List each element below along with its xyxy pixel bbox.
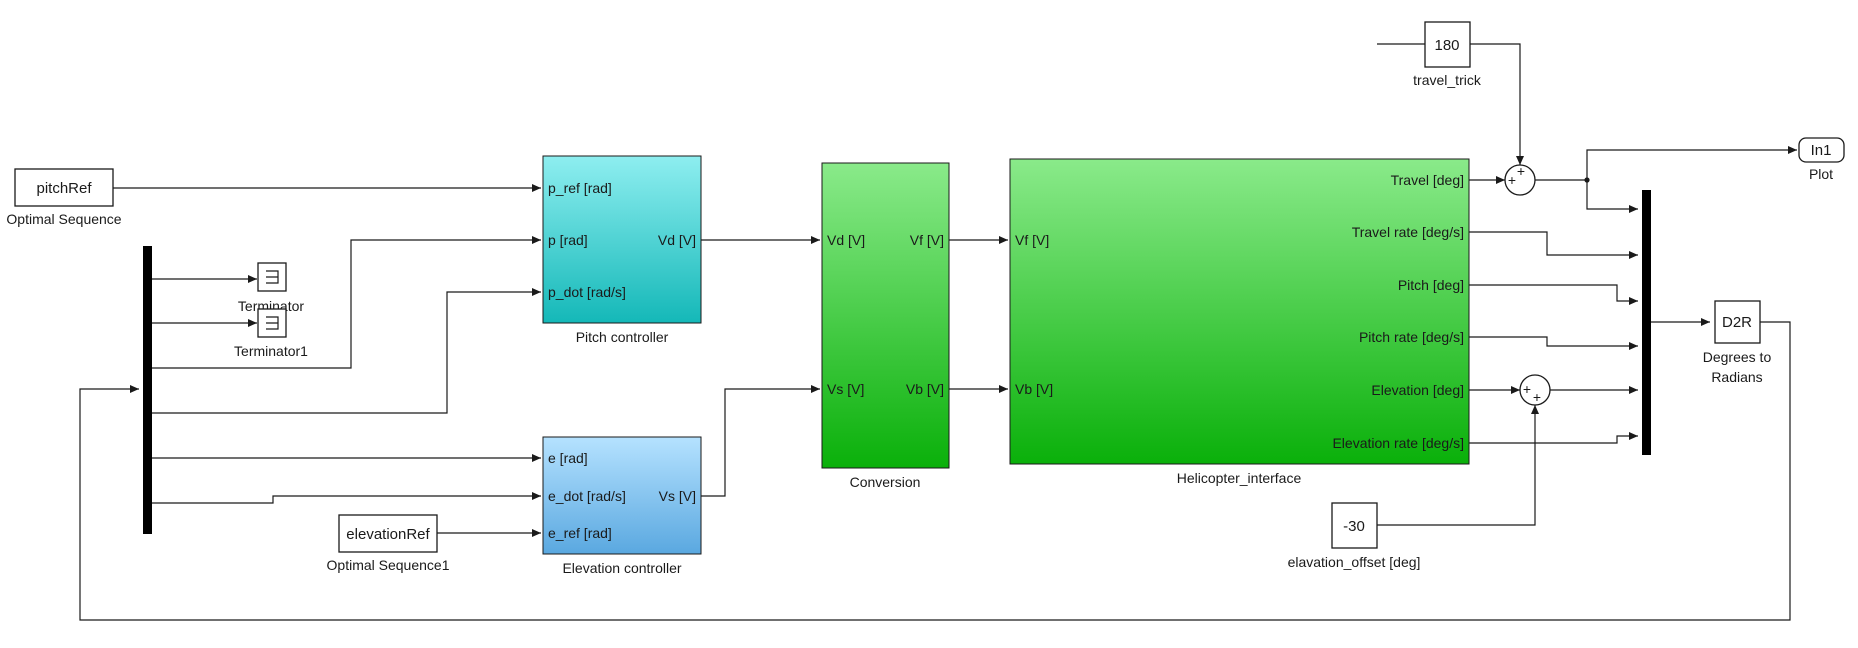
d2r-block[interactable]: D2R Degrees to Radians: [1703, 300, 1772, 385]
sum-travel-sign-2: +: [1517, 163, 1525, 179]
conversion-outport-2: Vb [V]: [906, 381, 944, 397]
wire-sum-to-plot[interactable]: [1586, 146, 1797, 180]
d2r-value: D2R: [1722, 314, 1752, 331]
d2r-caption-line1: Degrees to: [1703, 349, 1772, 365]
wire-feedback[interactable]: [79, 321, 1791, 621]
pitch-outport-1: Vd [V]: [658, 232, 696, 248]
pitch-inport-3: p_dot [rad/s]: [548, 284, 626, 300]
conversion-inport-1: Vd [V]: [827, 232, 865, 248]
plot-outport-block[interactable]: In1 Plot: [1798, 137, 1845, 182]
wire-pitch[interactable]: [1469, 284, 1638, 305]
optimal-sequence-caption: Optimal Sequence: [6, 211, 121, 227]
plot-caption: Plot: [1809, 166, 1833, 182]
travel-trick-value: 180: [1434, 37, 1459, 54]
heli-outport-6: Elevation rate [deg/s]: [1332, 435, 1464, 451]
optimal-sequence1-value: elevationRef: [346, 526, 430, 543]
pitch-inport-1: p_ref [rad]: [548, 180, 612, 196]
heli-outport-2: Travel rate [deg/s]: [1352, 224, 1464, 240]
sum-elevation-sign-1: +: [1523, 381, 1531, 397]
conversion-caption: Conversion: [850, 474, 921, 490]
terminator-icon: [266, 270, 279, 284]
heli-outport-4: Pitch rate [deg/s]: [1359, 329, 1464, 345]
terminator1-block[interactable]: Terminator1: [234, 308, 308, 359]
wire-vs[interactable]: [701, 385, 820, 497]
plot-value: In1: [1811, 142, 1832, 159]
wire-elevation-rate[interactable]: [1469, 432, 1638, 444]
wire-elevation-offset[interactable]: [1377, 405, 1539, 526]
pitch-controller-block[interactable]: p_ref [rad] p [rad] p_dot [rad/s] Vd [V]…: [542, 155, 702, 345]
heli-outport-3: Pitch [deg]: [1398, 277, 1464, 293]
elev-outport-1: Vs [V]: [659, 488, 696, 504]
wire-pitch-rate[interactable]: [1469, 336, 1638, 350]
sum-elevation-sign-2: +: [1533, 389, 1541, 405]
terminator1-icon: [266, 316, 279, 330]
wire-sum-to-mux[interactable]: [1535, 179, 1638, 213]
pitch-inport-2: p [rad]: [548, 232, 588, 248]
wire-e-dot[interactable]: [152, 492, 541, 504]
branch-point: [1584, 177, 1590, 183]
demux-bar[interactable]: [143, 246, 152, 534]
d2r-caption-line2: Radians: [1711, 369, 1762, 385]
elevation-offset-block[interactable]: -30 elavation_offset [deg]: [1288, 502, 1421, 570]
sum-travel-block[interactable]: + +: [1504, 163, 1536, 196]
heli-outport-5: Elevation [deg]: [1371, 382, 1464, 398]
elev-inport-2: e_dot [rad/s]: [548, 488, 626, 504]
elev-inport-3: e_ref [rad]: [548, 525, 612, 541]
signal-lines: [79, 43, 1797, 621]
conversion-block[interactable]: Vd [V] Vs [V] Vf [V] Vb [V] Conversion: [821, 162, 950, 490]
conversion-inport-2: Vs [V]: [827, 381, 864, 397]
travel-trick-caption: travel_trick: [1413, 72, 1482, 88]
heli-outport-1: Travel [deg]: [1391, 172, 1464, 188]
terminator-caption: Terminator: [238, 298, 304, 314]
terminator1-caption: Terminator1: [234, 343, 308, 359]
heli-inport-2: Vb [V]: [1015, 381, 1053, 397]
helicopter-interface-caption: Helicopter_interface: [1177, 470, 1302, 486]
conversion-outport-1: Vf [V]: [910, 232, 944, 248]
heli-inport-1: Vf [V]: [1015, 232, 1049, 248]
pitch-controller-caption: Pitch controller: [576, 329, 669, 345]
optimal-sequence1-caption: Optimal Sequence1: [327, 557, 450, 573]
elev-inport-1: e [rad]: [548, 450, 588, 466]
optimal-sequence-value: pitchRef: [36, 180, 92, 197]
mux-bar[interactable]: [1642, 190, 1651, 455]
sum-travel-sign-1: +: [1508, 172, 1516, 188]
wire-travel-rate[interactable]: [1469, 231, 1638, 259]
elevation-offset-value: -30: [1343, 518, 1365, 535]
elevation-offset-caption: elavation_offset [deg]: [1288, 554, 1421, 570]
optimal-sequence-block[interactable]: pitchRef Optimal Sequence: [6, 168, 122, 227]
travel-trick-block[interactable]: 180 travel_trick: [1413, 21, 1482, 88]
elevation-controller-caption: Elevation controller: [562, 560, 681, 576]
sum-elevation-block[interactable]: + +: [1519, 374, 1551, 406]
elevation-controller-block[interactable]: e [rad] e_dot [rad/s] e_ref [rad] Vs [V]…: [542, 436, 702, 576]
wire-p-dot[interactable]: [152, 288, 541, 414]
optimal-sequence1-block[interactable]: elevationRef Optimal Sequence1: [327, 514, 450, 573]
terminator-block[interactable]: Terminator: [238, 262, 304, 314]
wire-p[interactable]: [152, 236, 541, 369]
helicopter-interface-block[interactable]: Vf [V] Vb [V] Travel [deg] Travel rate […: [1009, 158, 1470, 486]
